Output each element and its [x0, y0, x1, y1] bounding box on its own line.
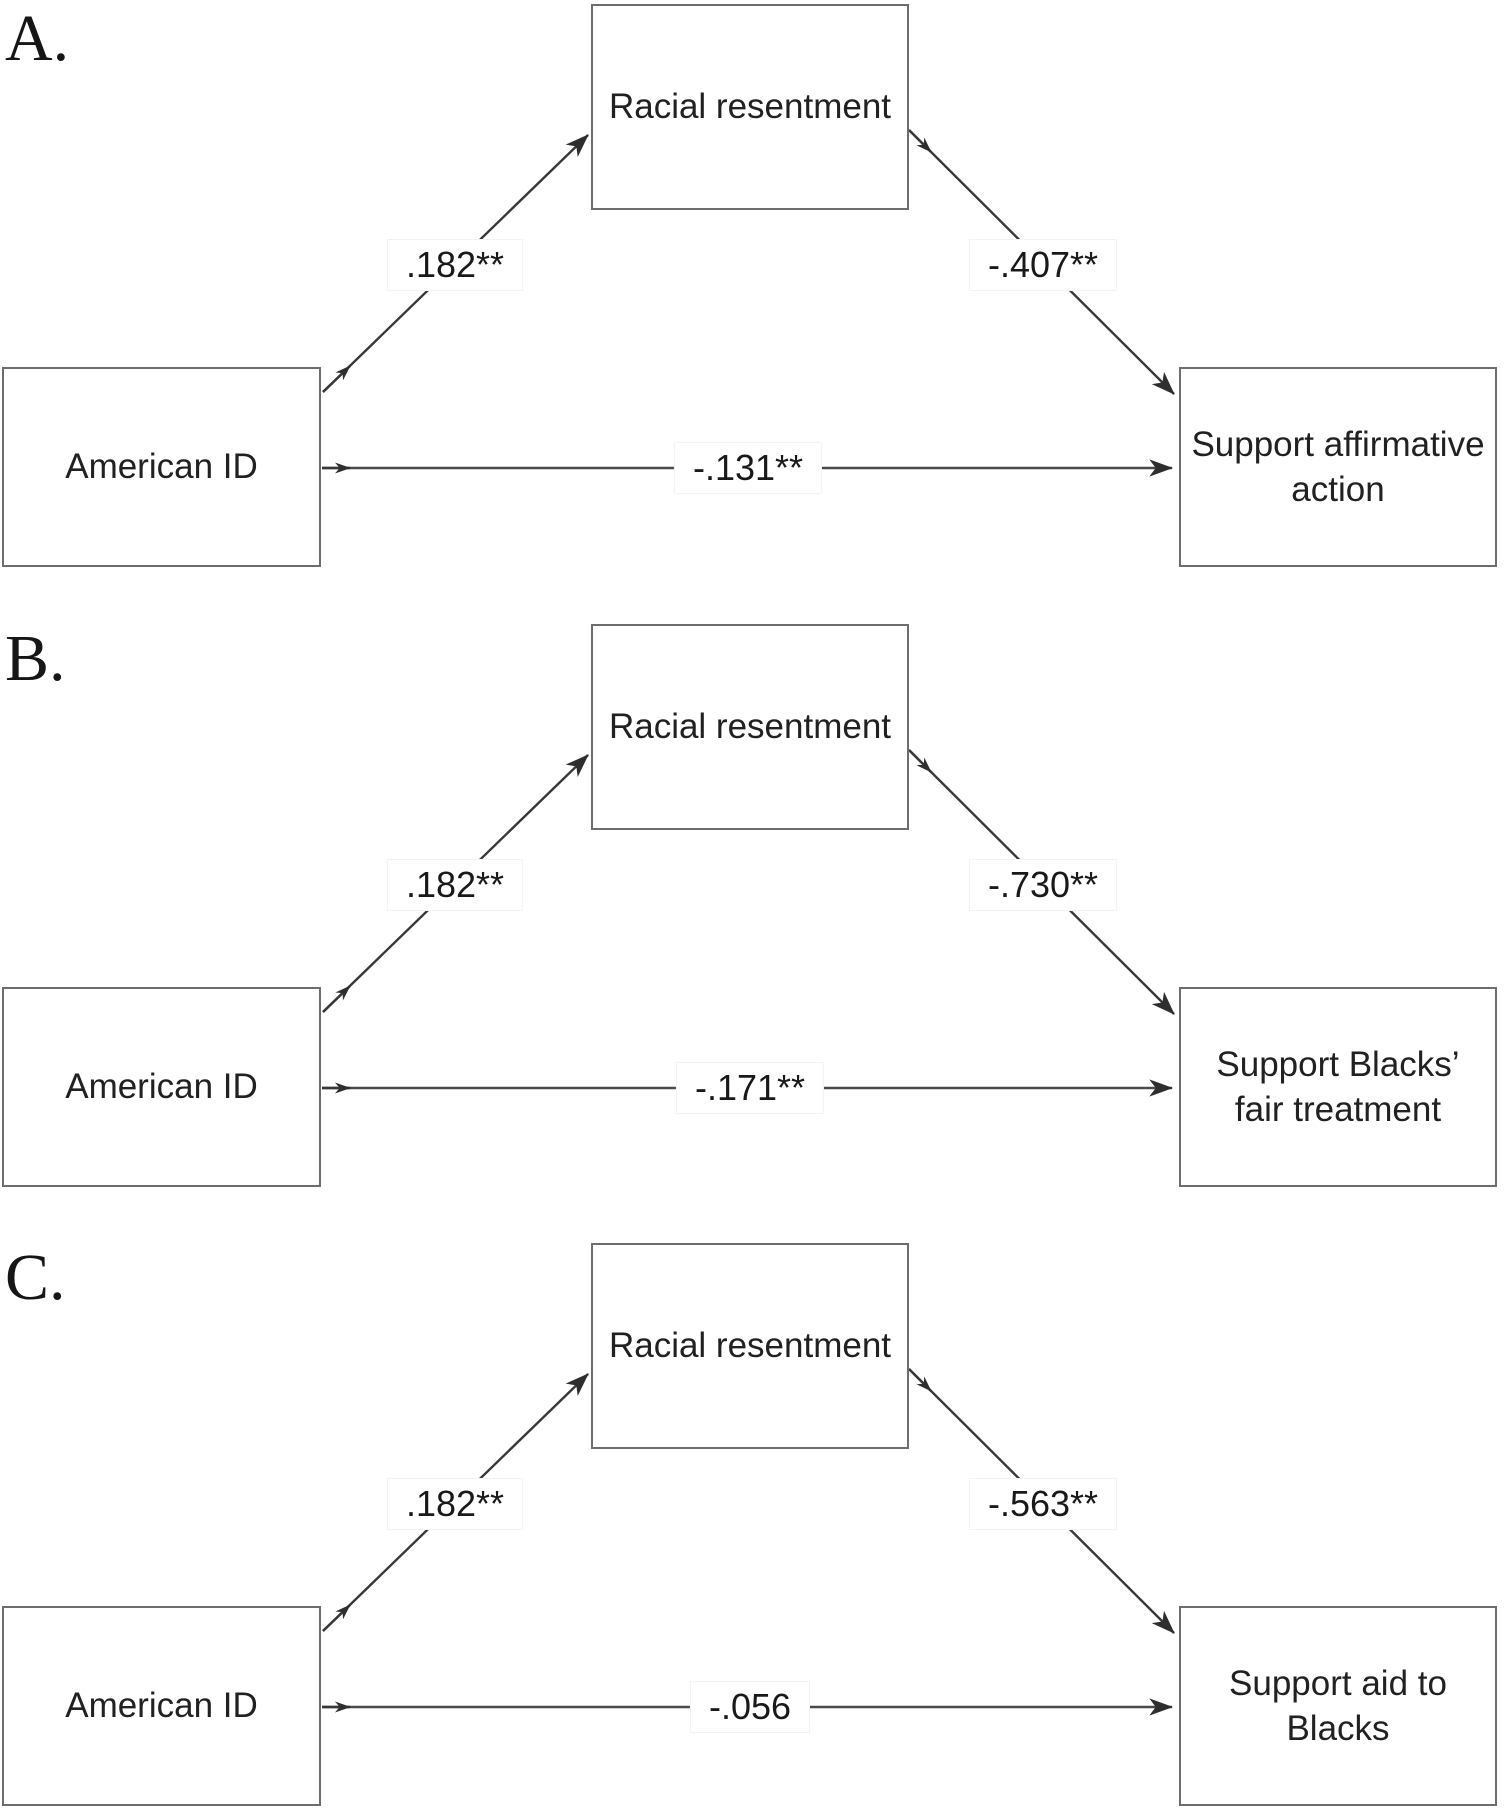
- outcome-box-panel-c: Support aid to Blacks: [1179, 1606, 1497, 1806]
- panel-b-path-a-origin-tick: [322, 985, 351, 1013]
- outcome-box-panel-b: Support Blacks’ fair treatment: [1179, 987, 1497, 1187]
- mediator-box-panel-c: Racial resentment: [591, 1243, 909, 1449]
- panel-c-path-a-origin-tick: [322, 1604, 351, 1632]
- panel-a-path-a-origin-tick: [322, 365, 351, 393]
- panel-b-path-b-origin-tick: [908, 749, 932, 773]
- coefficient-c-panel-a: -.131**: [673, 442, 823, 494]
- predictor-box-panel-a: American ID: [2, 367, 321, 567]
- coefficient-a-panel-b: .182**: [386, 859, 524, 911]
- outcome-box-panel-a: Support affirmative action: [1179, 367, 1497, 567]
- panel-letter-a: A.: [5, 2, 70, 75]
- coefficient-a-panel-c: .182**: [386, 1478, 524, 1530]
- panel-letter-b: B.: [5, 622, 66, 695]
- mediator-box-panel-b: Racial resentment: [591, 624, 909, 830]
- coefficient-c-panel-b: -.171**: [675, 1062, 825, 1114]
- panel-c-path-b-origin-tick: [908, 1368, 932, 1392]
- panel-letter-c: C.: [5, 1241, 66, 1314]
- mediator-box-panel-a: Racial resentment: [591, 4, 909, 210]
- coefficient-b-panel-a: -.407**: [968, 239, 1118, 291]
- coefficient-b-panel-c: -.563**: [968, 1478, 1118, 1530]
- predictor-box-panel-b: American ID: [2, 987, 321, 1187]
- predictor-box-panel-c: American ID: [2, 1606, 321, 1806]
- coefficient-c-panel-c: -.056: [689, 1681, 811, 1733]
- coefficient-b-panel-b: -.730**: [968, 859, 1118, 911]
- panel-a-path-b-origin-tick: [908, 129, 932, 153]
- coefficient-a-panel-a: .182**: [386, 239, 524, 291]
